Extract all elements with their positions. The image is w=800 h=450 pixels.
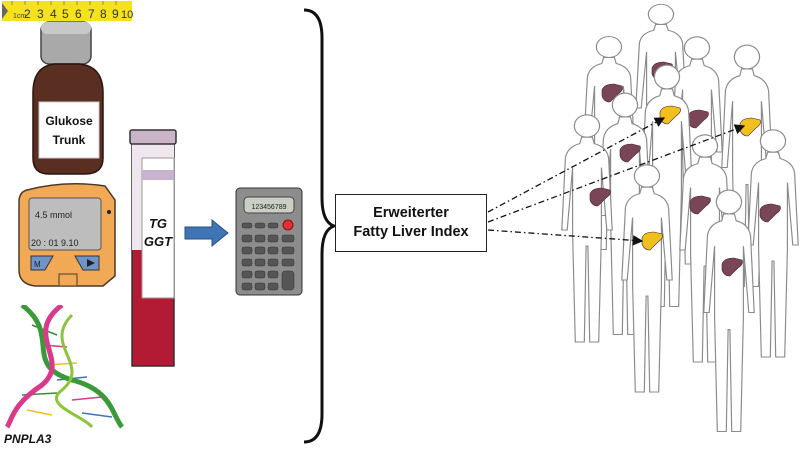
ruler-number: 8 bbox=[100, 7, 107, 21]
glucometer-datetime: 20 : 01 9.10 bbox=[31, 238, 79, 248]
blood-tube-icon: TG GGT bbox=[129, 129, 177, 367]
ruler-icon: 1cm 2 3 4 5 6 7 8 9 10 bbox=[2, 1, 133, 21]
ruler-number: 6 bbox=[75, 7, 82, 21]
glucometer-reading: 4.5 mmol bbox=[35, 210, 72, 220]
index-title-line2: Fatty Liver Index bbox=[353, 224, 469, 240]
calculator-icon: 123456789 bbox=[235, 187, 303, 296]
ruler-number: 7 bbox=[88, 7, 95, 21]
glucometer-icon: 4.5 mmol 20 : 01 9.10 M bbox=[18, 183, 116, 287]
ruler-number: 9 bbox=[112, 7, 119, 21]
arrow-to-person bbox=[487, 117, 666, 213]
ruler-number: 3 bbox=[37, 7, 44, 21]
calculator-display: 123456789 bbox=[251, 204, 286, 211]
curly-brace bbox=[303, 8, 339, 444]
arrow-to-person bbox=[487, 229, 644, 246]
ruler-number: 4 bbox=[50, 7, 57, 21]
bottle-label-line1: Glukose bbox=[45, 114, 93, 128]
play-icon bbox=[87, 259, 95, 267]
ruler-number: 10 bbox=[121, 9, 133, 21]
glucometer-m-button: M bbox=[34, 260, 41, 269]
dna-helix-icon bbox=[4, 305, 125, 429]
arrow-right-icon bbox=[184, 218, 229, 248]
ruler-unit: 1cm bbox=[13, 13, 26, 20]
gene-label: PNPLA3 bbox=[4, 432, 52, 446]
tube-label-line1: TG bbox=[149, 216, 167, 231]
ruler-number: 2 bbox=[24, 7, 31, 21]
glucose-bottle-icon: Glukose Trunk bbox=[32, 21, 104, 175]
fatty-liver-index-box: Erweiterter Fatty Liver Index bbox=[335, 194, 487, 252]
tube-label-line2: GGT bbox=[144, 234, 173, 249]
arrow-to-person bbox=[487, 124, 746, 223]
ruler-number: 5 bbox=[62, 7, 69, 21]
bottle-label-line2: Trunk bbox=[53, 133, 86, 147]
index-title-line1: Erweiterter bbox=[373, 205, 449, 221]
